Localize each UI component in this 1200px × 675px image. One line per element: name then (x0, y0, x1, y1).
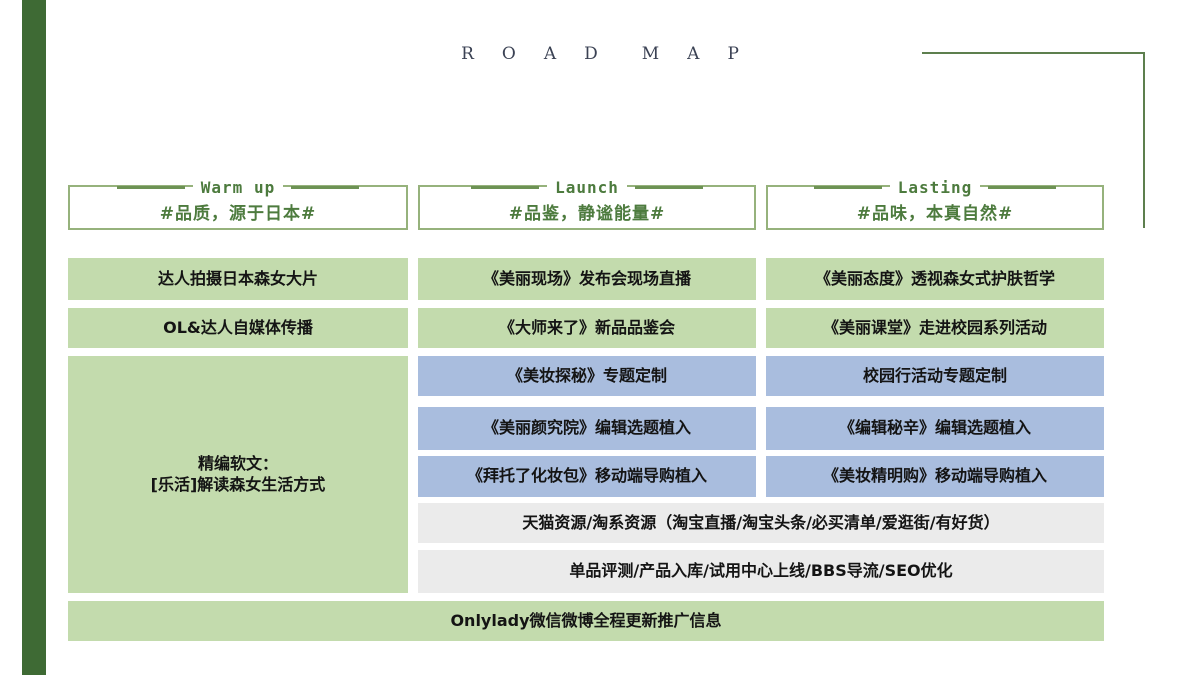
footer-banner-onlylady: Onlylady微信微博全程更新推广信息 (68, 601, 1104, 641)
left-accent-bar (22, 0, 46, 675)
phase-tagline: #品质，源于日本# (159, 204, 317, 224)
warmup-item-daren-photo: 达人拍摄日本森女大片 (68, 258, 408, 300)
phase-name-line-left (813, 185, 882, 189)
page-title: ROAD MAP (0, 44, 1200, 64)
decorative-corner-line-vertical (1143, 52, 1145, 228)
launch-item-master-tasting: 《大师来了》新品品鉴会 (418, 308, 756, 348)
phase-name-line-left (116, 185, 185, 189)
lasting-item-beauty-class: 《美丽课堂》走进校园系列活动 (766, 308, 1104, 348)
phase-name-label: Launch (547, 177, 627, 197)
phase-name-line-right (988, 185, 1057, 189)
phase-header-warmup: Warm up #品质，源于日本# (68, 177, 408, 230)
phase-name-label: Lasting (889, 177, 981, 197)
warmup-feature-softarticle: 精编软文： [乐活]解读森女生活方式 (68, 356, 408, 593)
phase-tagline: #品鉴，静谧能量# (508, 204, 666, 224)
lasting-item-editor-secret: 《编辑秘辛》编辑选题植入 (766, 407, 1104, 450)
decorative-corner-line-horizontal (922, 52, 1145, 54)
phase-name-row: Launch (420, 176, 754, 198)
launch-item-makeup-secret: 《美妆探秘》专题定制 (418, 356, 756, 396)
launch-item-makeup-bag-mobile: 《拜托了化妆包》移动端导购植入 (418, 456, 756, 497)
phase-name-row: Warm up (70, 176, 406, 198)
lasting-item-campus-topic: 校园行活动专题定制 (766, 356, 1104, 396)
phase-name-label: Warm up (192, 177, 284, 197)
phase-name-row: Lasting (768, 176, 1102, 198)
lasting-item-smart-shopping-mobile: 《美妆精明购》移动端导购植入 (766, 456, 1104, 497)
warmup-item-ol-selfmedia: OL&达人自媒体传播 (68, 308, 408, 348)
title-word-road: ROAD (461, 44, 626, 64)
lasting-item-beauty-attitude: 《美丽态度》透视森女式护肤哲学 (766, 258, 1104, 300)
phase-header-launch: Launch #品鉴，静谧能量# (418, 177, 756, 230)
shared-item-tmall-resources: 天猫资源/淘系资源（淘宝直播/淘宝头条/必买清单/爱逛街/有好货） (418, 503, 1104, 543)
launch-item-beauty-scene-live: 《美丽现场》发布会现场直播 (418, 258, 756, 300)
feature-line-2: [乐活]解读森女生活方式 (150, 474, 326, 494)
feature-line-1: 精编软文： (197, 453, 278, 473)
roadmap-grid: Warm up #品质，源于日本# Launch #品鉴，静谧能量# Lasti… (68, 177, 1104, 641)
title-word-map: MAP (641, 44, 767, 64)
phase-header-lasting: Lasting #品味，本真自然# (766, 177, 1104, 230)
phase-name-line-right (291, 185, 360, 189)
phase-name-line-left (471, 185, 540, 189)
phase-tagline: #品味，本真自然# (856, 204, 1014, 224)
shared-item-product-review-seo: 单品评测/产品入库/试用中心上线/BBS导流/SEO优化 (418, 550, 1104, 593)
phase-name-line-right (634, 185, 703, 189)
launch-item-beauty-institute: 《美丽颜究院》编辑选题植入 (418, 407, 756, 450)
